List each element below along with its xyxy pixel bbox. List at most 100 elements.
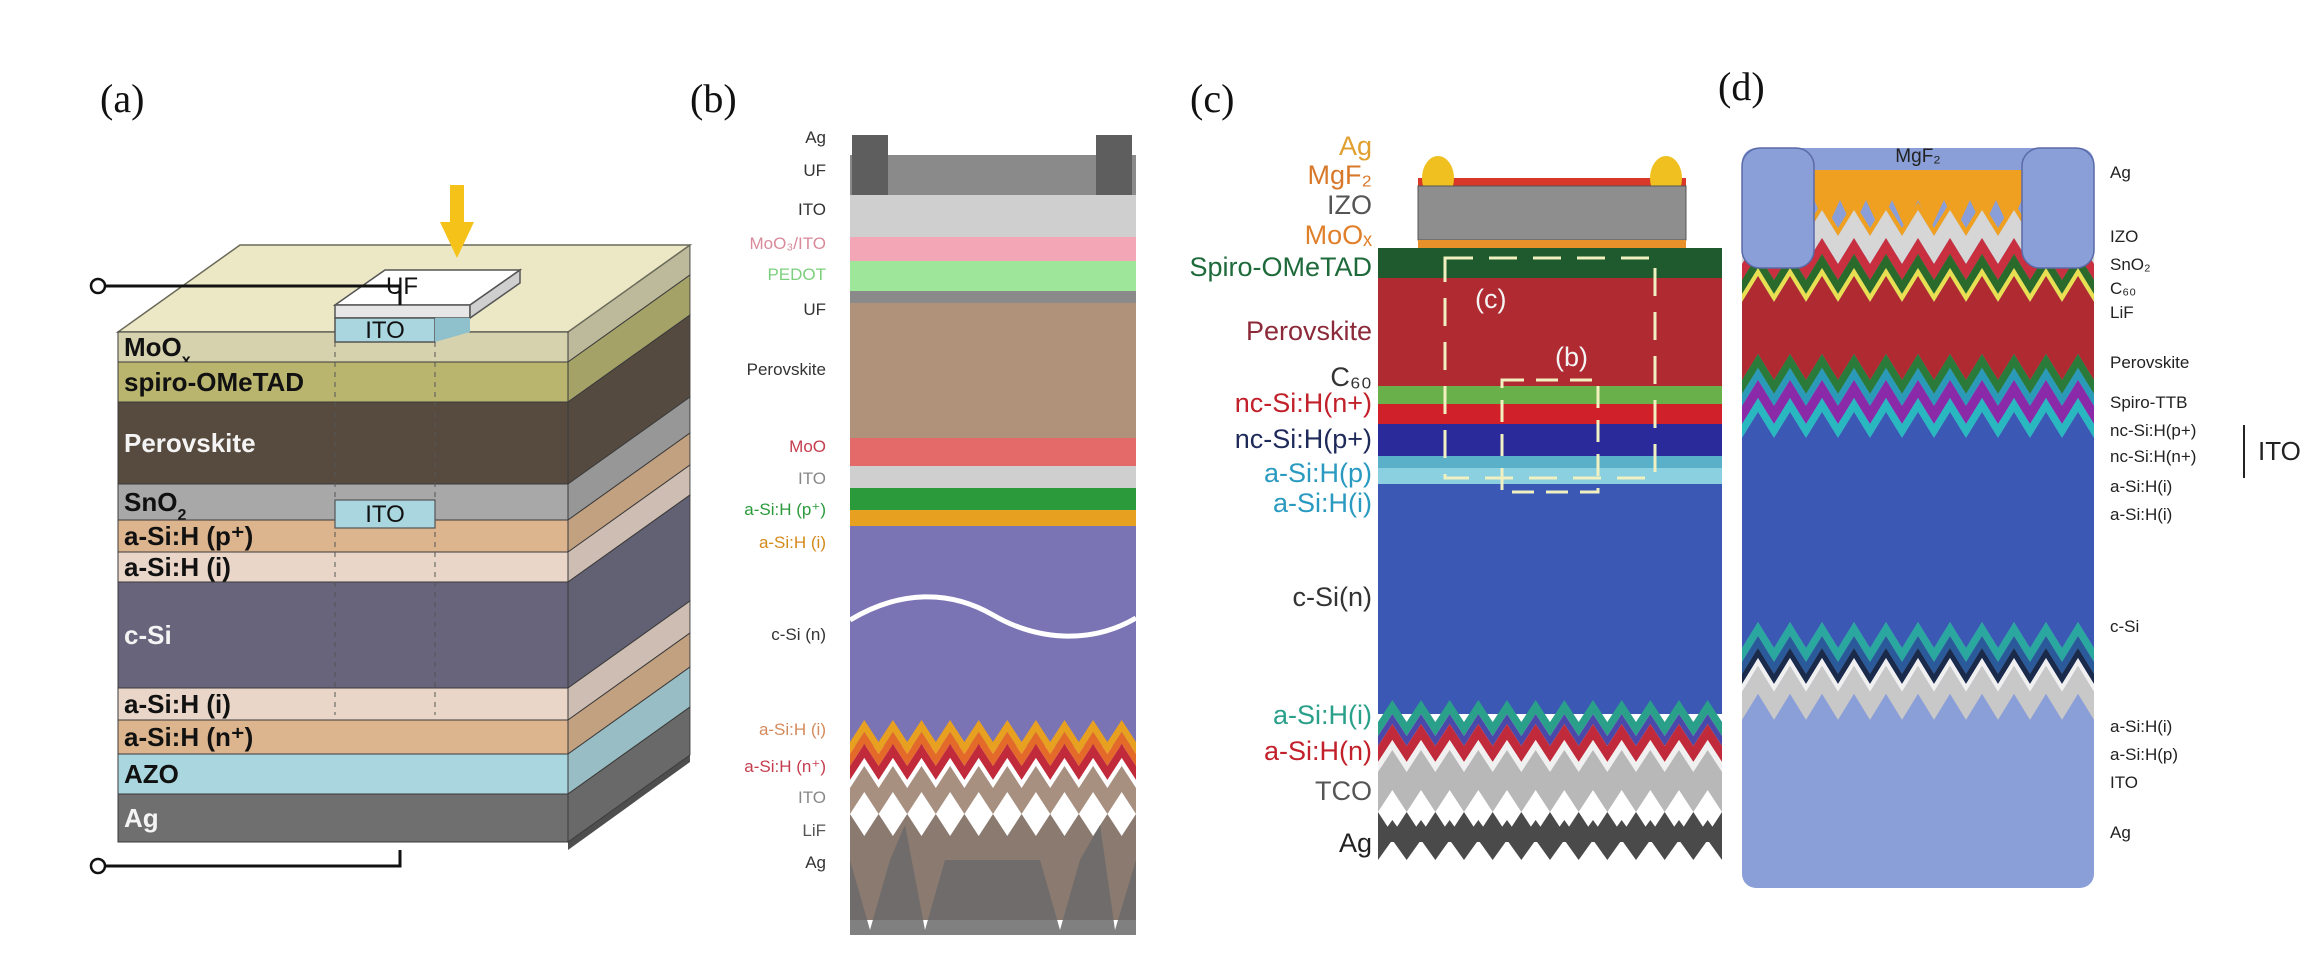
- c-csi-layer: [1378, 484, 1722, 714]
- panel-b-label: Ag: [805, 128, 826, 147]
- panel-c-labels: AgMgF₂IZOMoOₓSpiro-OMeTADPerovskiteC₆₀nc…: [1189, 131, 1372, 858]
- c-textured-bottom: [1378, 700, 1722, 860]
- inner-ito-label: ITO: [365, 501, 405, 528]
- d-top-label: MgF₂: [1895, 146, 1940, 167]
- panel-d-label: nc-Si:H(n+): [2110, 447, 2196, 466]
- light-arrow-icon: [440, 185, 474, 258]
- panel-b: (b) AgUFITOMoO₃/ITOPEDOTUFPerovskiteMoOI…: [690, 76, 1138, 935]
- d-texture-band: [1742, 210, 2094, 264]
- d-texture-band: [1742, 398, 2094, 438]
- d-texture-band: [1742, 368, 2094, 406]
- panel-b-label: c-Si (n): [771, 625, 826, 644]
- panel-a-layer-label: Perovskite: [124, 428, 256, 458]
- inner-ito-block: [334, 499, 436, 529]
- panel-a-layer-label: AZO: [124, 759, 179, 789]
- d-texture-band: [1742, 276, 2094, 380]
- d-texture-band: [1742, 658, 2094, 692]
- panel-a-layer-label: a-Si:H (i): [124, 552, 231, 582]
- panel-b-label: a-Si:H (n⁺): [744, 757, 826, 776]
- d-texture-band: [1742, 268, 2094, 302]
- panel-b-label: MoO₃/ITO: [749, 234, 826, 253]
- panel-a: (a) MoOxspiro-OMeTADPerovskiteSnO2a-Si:H…: [89, 76, 693, 875]
- panel-d-label: a-Si:H(i): [2110, 717, 2172, 736]
- c-c60-layer: [1378, 386, 1722, 404]
- uf-side-face: [469, 268, 521, 320]
- d-right-labels: AgIZOSnO₂C₆₀LiFPerovskiteSpiro-TTBnc-Si:…: [2110, 163, 2196, 842]
- panel-c-label: IZO: [1327, 190, 1372, 220]
- d-texture-band: [1742, 380, 2094, 424]
- ito-top-side: [435, 318, 470, 342]
- panel-b-label: a-Si:H (i): [759, 533, 826, 552]
- panel-c-label: MgF₂: [1308, 160, 1372, 190]
- panel-d-label: nc-Si:H(p+): [2110, 421, 2196, 440]
- c-ncp-layer: [1378, 424, 1722, 456]
- c-zoom-label-c: (c): [1475, 284, 1506, 314]
- b-texture-band: [850, 744, 1136, 780]
- panel-c-label: MoOₓ: [1305, 220, 1373, 250]
- panel-c: (c) AgMgF₂IZOMoOₓSpiro-OMeTADPerovskiteC…: [1189, 76, 1722, 860]
- panel-b-letter: (b): [690, 76, 737, 121]
- b-break-line: [848, 594, 1138, 639]
- b-texture-band: [850, 720, 1136, 754]
- d-ag-contact-right: [2021, 147, 2095, 269]
- panel-c-label: c-Si(n): [1293, 582, 1373, 612]
- panel-a-layer-label: a-Si:H (i): [124, 689, 231, 719]
- panel-a-letter: (a): [100, 76, 144, 121]
- wire-bottom: [105, 850, 402, 868]
- panel-a-layer-label: spiro-OMeTAD: [124, 367, 304, 397]
- panel-c-label: nc-Si:H(n+): [1235, 388, 1372, 418]
- c-texture-band: [1378, 700, 1722, 736]
- panel-b-label: ITO: [798, 200, 826, 219]
- panel-d-label: ITO: [2110, 773, 2138, 792]
- panel-b-label: ITO: [798, 788, 826, 807]
- d-layer-stack: [1742, 170, 2094, 810]
- panel-a-side-strips: [567, 244, 691, 843]
- panel-d-label: a-Si:H(i): [2110, 477, 2172, 496]
- c-zoom-box-c: [1443, 256, 1657, 480]
- b-p-layer: [850, 488, 1136, 510]
- panel-a-layer-label: a-Si:H (n⁺): [124, 722, 253, 752]
- panel-c-label: Ag: [1339, 828, 1372, 858]
- panel-d-label: a-Si:H(p): [2110, 745, 2178, 764]
- d-texture-band: [1742, 354, 2094, 394]
- panel-a-layer-label: a-Si:H (p⁺): [124, 521, 253, 551]
- panel-a-layer: [117, 401, 569, 485]
- arrow-shaft: [450, 185, 464, 225]
- panel-a-layer: [117, 719, 569, 755]
- panel-c-label: Perovskite: [1246, 316, 1372, 346]
- terminal-bottom: [89, 857, 107, 875]
- arrow-head: [440, 222, 474, 258]
- c-ai-layer: [1378, 468, 1722, 484]
- b-green-light-layer: [850, 261, 1136, 291]
- c-spiro-layer: [1378, 248, 1722, 278]
- panel-d-label: LiF: [2110, 303, 2134, 322]
- d-texture-band: [1742, 412, 2094, 648]
- panel-d: (d) MgF₂ AgIZOSnO₂C₆₀LiFPerovskiteSpiro-…: [1718, 64, 2301, 888]
- d-bracket-label: ITO: [2258, 436, 2301, 466]
- panel-c-label: Spiro-OMeTAD: [1189, 252, 1372, 282]
- b-ito-mid-layer: [850, 466, 1136, 488]
- b-textured-bottom: [850, 720, 1136, 935]
- panel-b-label: LiF: [802, 821, 826, 840]
- b-finger-left: [852, 135, 888, 195]
- d-texture-band: [1742, 666, 2094, 720]
- b-perovskite-layer: [850, 303, 1136, 438]
- c-izo-layer: [1417, 185, 1687, 241]
- c-texture-band: [1378, 714, 1722, 746]
- panel-b-label: a-Si:H (p⁺): [744, 500, 826, 519]
- panel-b-label: a-Si:H (i): [759, 720, 826, 739]
- c-moox-layer: [1418, 240, 1686, 248]
- panel-c-label: C₆₀: [1330, 362, 1372, 392]
- panel-d-label: Perovskite: [2110, 353, 2189, 372]
- panel-c-label: Ag: [1339, 131, 1372, 161]
- panel-c-label: a-Si:H(i): [1273, 700, 1372, 730]
- panel-a-layer: [117, 581, 569, 689]
- b-ito-layer: [850, 195, 1136, 237]
- panel-c-label: a-Si:H(i): [1273, 488, 1372, 518]
- panel-d-letter: (d): [1718, 64, 1765, 109]
- panel-d-label: Ag: [2110, 823, 2131, 842]
- panel-b-label: ITO: [798, 469, 826, 488]
- panel-d-label: Ag: [2110, 163, 2131, 182]
- b-moo-layer: [850, 438, 1136, 466]
- c-zoom-box-b: [1500, 378, 1600, 494]
